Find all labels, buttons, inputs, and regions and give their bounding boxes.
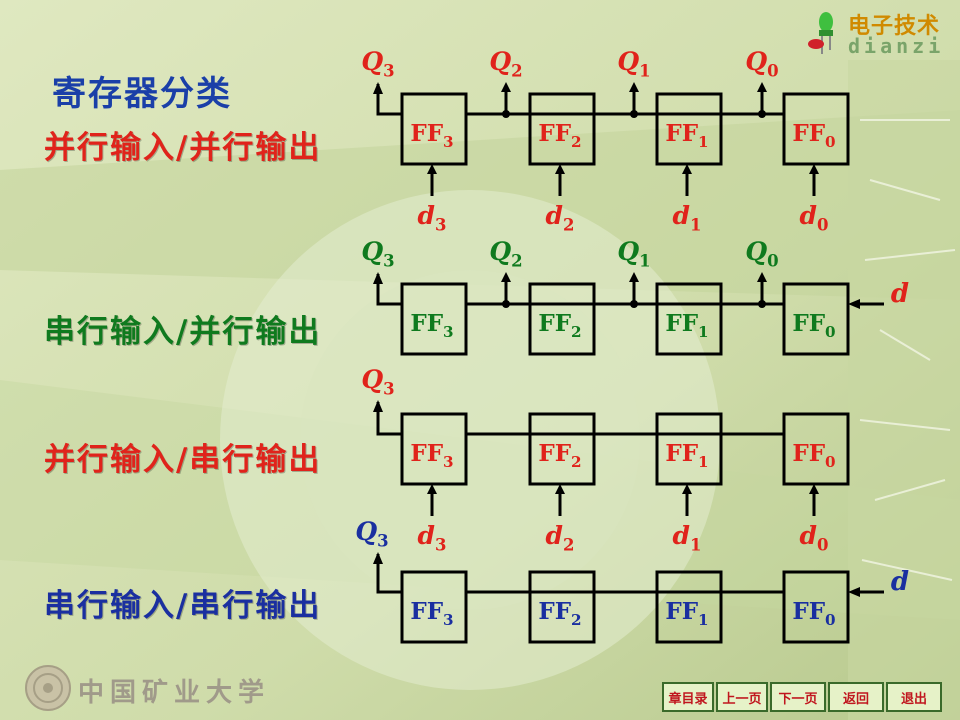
output-label-q: Q1	[617, 237, 650, 270]
flip-flop-box	[655, 282, 723, 356]
led-icon	[808, 12, 833, 54]
category-label-serial-in-serial-out: 串行输入/串行输出	[44, 588, 322, 624]
nav-exit-button[interactable]: 退出	[886, 682, 942, 712]
flip-flop-label: FF1	[665, 310, 708, 341]
register-row-2: FF3 FF2 FF1 FF0 Q3 d3 d2 d1 d0	[361, 365, 850, 554]
flip-flop-label: FF3	[410, 310, 453, 341]
flip-flop-box	[782, 412, 850, 486]
input-label-d: d1	[673, 521, 702, 554]
output-label-q: Q2	[489, 237, 522, 270]
flip-flop-label: FF2	[538, 120, 581, 151]
flip-flop-box	[528, 412, 596, 486]
nav-prev-page-button[interactable]: 上一页	[716, 682, 768, 712]
flip-flop-label: FF2	[538, 598, 581, 629]
flip-flop-box	[400, 282, 468, 356]
nav-bar: 章目录 上一页 下一页 返回 退出	[662, 682, 942, 712]
category-label-serial-in-parallel-out: 串行输入/并行输出	[44, 314, 322, 350]
flip-flop-box	[782, 92, 850, 166]
flip-flop-label: FF0	[792, 440, 835, 471]
output-label-q: Q0	[745, 237, 778, 270]
output-label-q: Q3	[361, 365, 394, 398]
flip-flop-box	[528, 282, 596, 356]
flip-flop-box	[528, 92, 596, 166]
logo-text-cn: 电子技术	[848, 14, 941, 39]
input-label-d: d3	[418, 201, 447, 234]
flip-flop-label: FF2	[538, 310, 581, 341]
flip-flop-label: FF0	[792, 598, 835, 629]
flip-flop-label: FF1	[665, 120, 708, 151]
flip-flop-box	[400, 570, 468, 644]
register-row-3: FF3 FF2 FF1 FF0 Q3 d	[355, 517, 909, 644]
flip-flop-box	[655, 412, 723, 486]
output-label-q: Q3	[355, 517, 388, 550]
flip-flop-label: FF0	[792, 310, 835, 341]
logo-text-en: dianzi	[848, 34, 945, 58]
flip-flop-box	[655, 570, 723, 644]
nav-next-page-button[interactable]: 下一页	[770, 682, 826, 712]
register-row-0: FF3 FF2 FF1 FF0 Q3 Q2 Q1 Q0 d3 d2 d1 d0	[361, 47, 850, 234]
flip-flop-label: FF1	[665, 440, 708, 471]
output-label-q: Q0	[745, 47, 778, 80]
flip-flop-box	[528, 570, 596, 644]
output-label-q: Q2	[489, 47, 522, 80]
nav-return-button[interactable]: 返回	[828, 682, 884, 712]
input-label-d: d0	[800, 201, 829, 234]
output-label-q: Q3	[361, 237, 394, 270]
input-label-d: d1	[673, 201, 702, 234]
flip-flop-label: FF3	[410, 598, 453, 629]
nav-chapter-contents-button[interactable]: 章目录	[662, 682, 714, 712]
flip-flop-box	[655, 92, 723, 166]
serial-input-label-d: d	[891, 567, 909, 597]
flip-flop-box	[400, 412, 468, 486]
flip-flop-label: FF3	[410, 440, 453, 471]
category-label-parallel-in-parallel-out: 并行输入/并行输出	[44, 130, 322, 166]
category-label-parallel-in-serial-out: 并行输入/串行输出	[44, 442, 322, 478]
input-label-d: d3	[418, 521, 447, 554]
flip-flop-label: FF0	[792, 120, 835, 151]
brand-logo: 电子技术 dianzi	[808, 6, 958, 60]
output-label-q: Q3	[361, 47, 394, 80]
flip-flop-box	[782, 282, 850, 356]
register-row-1: FF3 FF2 FF1 FF0 Q3 Q2 Q1 Q0 d	[361, 237, 909, 356]
input-label-d: d2	[546, 521, 575, 554]
input-label-d: d2	[546, 201, 575, 234]
school-brand: 中国矿业大学	[24, 664, 304, 714]
flip-flop-label: FF1	[665, 598, 708, 629]
input-label-d: d0	[800, 521, 829, 554]
serial-input-label-d: d	[891, 279, 909, 309]
flip-flop-box	[782, 570, 850, 644]
page-title: 寄存器分类	[52, 74, 232, 114]
school-name: 中国矿业大学	[78, 678, 271, 708]
flip-flop-box	[400, 92, 468, 166]
output-label-q: Q1	[617, 47, 650, 80]
flip-flop-label: FF3	[410, 120, 453, 151]
flip-flop-label: FF2	[538, 440, 581, 471]
school-emblem-icon	[25, 665, 71, 711]
